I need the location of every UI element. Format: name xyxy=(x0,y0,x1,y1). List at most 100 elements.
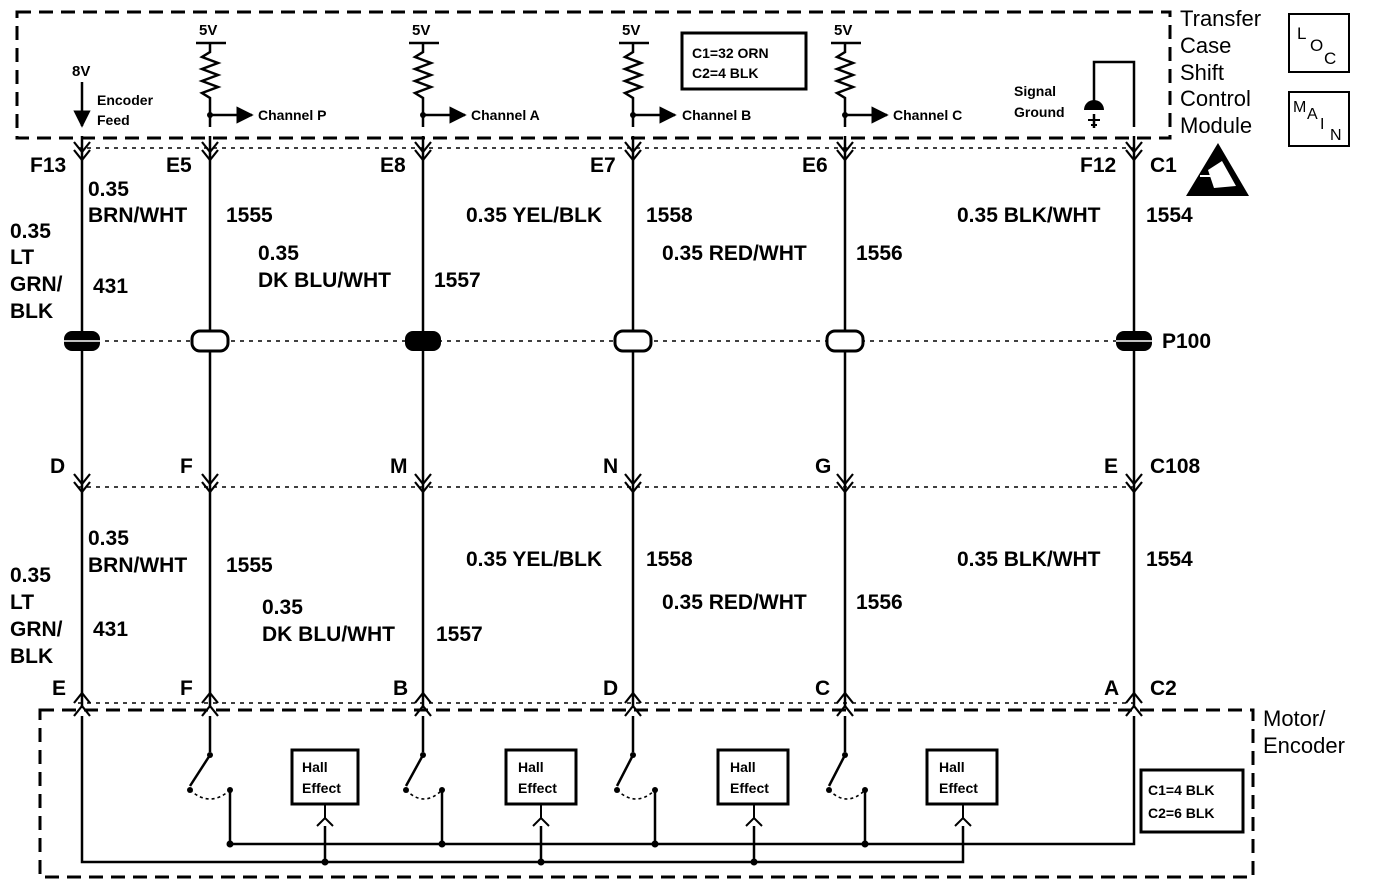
circuit-number: 1557 xyxy=(436,623,483,646)
channel-label: Channel A xyxy=(471,107,540,123)
main-icon-letter: N xyxy=(1330,127,1342,144)
circuit-number: 431 xyxy=(93,275,128,298)
pullup-voltage-label: 5V xyxy=(834,22,852,39)
channel-a-pullup: 5V Channel A xyxy=(409,22,540,127)
encoder-voltage-label: 8V xyxy=(72,63,90,80)
upper-wire-labels: 0.35 LT GRN/ BLK 431 0.35 BRN/WHT 1555 0… xyxy=(10,178,1193,323)
wire-label: 0.35 RED/WHT xyxy=(662,591,807,614)
c2-pin-labels: E F B D C A C2 xyxy=(52,677,1177,700)
pin-label: E5 xyxy=(166,154,192,177)
tccm-name-line: Control xyxy=(1180,86,1251,111)
wire-label: BRN/WHT xyxy=(88,204,187,227)
channel-c-pullup: 5V Channel C xyxy=(831,22,962,127)
hall-switch-b: Hall Effect xyxy=(614,716,790,827)
wire-label: 0.35 xyxy=(262,596,303,619)
hall-effect-label: Effect xyxy=(730,780,769,796)
tccm-name-line: Module xyxy=(1180,113,1252,138)
wire-label: LT xyxy=(10,591,34,614)
wire-label: 0.35 BLK/WHT xyxy=(957,548,1101,571)
motor-name-line: Motor/ xyxy=(1263,706,1326,731)
pin-label: D xyxy=(603,677,618,700)
wire-label: DK BLU/WHT xyxy=(258,269,391,292)
wire-label: BLK xyxy=(10,300,53,323)
wire-label: 0.35 YEL/BLK xyxy=(466,204,602,227)
pin-label: A xyxy=(1104,677,1119,700)
signal-ground-label: Signal xyxy=(1014,83,1056,99)
lower-connector-info: C1=4 BLK C2=6 BLK xyxy=(1139,768,1245,834)
wire-label: 0.35 BLK/WHT xyxy=(957,204,1101,227)
wire-label: LT xyxy=(10,246,34,269)
channel-p-pullup: 5V Channel P xyxy=(196,22,326,127)
main-icon-letter: I xyxy=(1320,116,1324,133)
circuit-number: 1556 xyxy=(856,242,903,265)
circuit-number: 1558 xyxy=(646,204,693,227)
c1-pin-labels: F13 E5 E8 E7 E6 F12 C1 xyxy=(30,154,1177,177)
hall-effect-label: Effect xyxy=(939,780,978,796)
wire-label: 0.35 YEL/BLK xyxy=(466,548,602,571)
connector-terminals xyxy=(73,141,1143,717)
hall-switch-c: Hall Effect xyxy=(826,716,999,827)
pin-label: E8 xyxy=(380,154,406,177)
pin-label: F xyxy=(180,455,193,478)
connector-info-line: C2=4 BLK xyxy=(692,65,759,81)
wire-label: BLK xyxy=(10,645,53,668)
wire-label: 0.35 xyxy=(88,178,129,201)
pin-label: E6 xyxy=(802,154,828,177)
main-icon-letter: M xyxy=(1293,99,1306,116)
hall-switch-p: Hall Effect xyxy=(187,716,360,827)
harness-wires xyxy=(80,136,1136,708)
connector-label: C1 xyxy=(1150,154,1177,177)
motor-encoder-name: Motor/ Encoder xyxy=(1263,706,1345,758)
circuit-number: 1555 xyxy=(226,554,273,577)
pin-label: E7 xyxy=(590,154,616,177)
connector-label: C108 xyxy=(1150,455,1201,478)
wire-label: 0.35 xyxy=(258,242,299,265)
wire-label: 0.35 xyxy=(88,527,129,550)
wire-label: 0.35 xyxy=(10,220,51,243)
wire-label: GRN/ xyxy=(10,618,63,641)
hall-effect-label: Hall xyxy=(939,759,965,775)
pin-label: M xyxy=(390,455,408,478)
loc-icon: L O C xyxy=(1288,13,1350,73)
pullup-voltage-label: 5V xyxy=(622,22,640,39)
circuit-number: 1557 xyxy=(434,269,481,292)
pin-label: C xyxy=(815,677,830,700)
pin-label: F13 xyxy=(30,154,66,177)
encoder-feed-label: Encoder xyxy=(97,92,154,108)
pin-label: B xyxy=(393,677,408,700)
wire-label: 0.35 RED/WHT xyxy=(662,242,807,265)
pin-label: E xyxy=(1104,455,1118,478)
connector-label: C2 xyxy=(1150,677,1177,700)
tccm-name-line: Shift xyxy=(1180,60,1224,85)
c108-pin-labels: D F M N G E C108 xyxy=(50,455,1201,478)
connector-info-line: C1=32 ORN xyxy=(692,45,769,61)
p100-passthrough xyxy=(64,329,1152,353)
connector-info-line: C2=6 BLK xyxy=(1148,805,1215,821)
channel-label: Channel B xyxy=(682,107,751,123)
circuit-number: 431 xyxy=(93,618,128,641)
wire-label: GRN/ xyxy=(10,273,63,296)
encoder-feed: 8V Encoder Feed xyxy=(72,63,154,128)
hall-effect-label: Effect xyxy=(302,780,341,796)
hall-effect-label: Effect xyxy=(518,780,557,796)
pin-label: F xyxy=(180,677,193,700)
pin-label: E xyxy=(52,677,66,700)
pin-label: F12 xyxy=(1080,154,1116,177)
esd-sensitive-icon xyxy=(1186,143,1249,196)
channel-label: Channel C xyxy=(893,107,962,123)
hall-effect-label: Hall xyxy=(730,759,756,775)
pin-label: N xyxy=(603,455,618,478)
encoder-feed-label: Feed xyxy=(97,112,130,128)
channel-b-pullup: 5V Channel B xyxy=(619,22,751,127)
wire-label: BRN/WHT xyxy=(88,554,187,577)
main-icon-letter: A xyxy=(1307,106,1318,123)
tccm-name-line: Case xyxy=(1180,33,1231,58)
loc-icon-letter: C xyxy=(1324,49,1336,68)
pin-label: D xyxy=(50,455,65,478)
circuit-number: 1555 xyxy=(226,204,273,227)
encoder-bus xyxy=(80,716,1136,866)
lower-wire-labels: 0.35 LT GRN/ BLK 431 0.35 BRN/WHT 1555 0… xyxy=(10,527,1193,668)
motor-name-line: Encoder xyxy=(1263,733,1345,758)
signal-ground: Signal Ground xyxy=(1014,60,1136,128)
